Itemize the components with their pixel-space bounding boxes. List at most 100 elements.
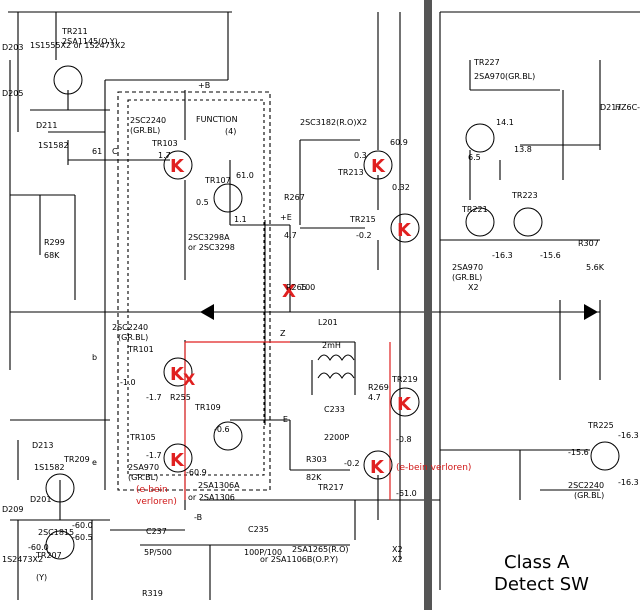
r109-ref: R255: [170, 393, 191, 402]
tr103-grade: (GR.BL): [130, 126, 160, 135]
d205: D205: [2, 89, 23, 98]
v-m17c: -1.7: [146, 451, 162, 460]
r267-val: 4.7: [284, 231, 297, 240]
tr101-type: 2SC2240: [112, 323, 148, 332]
tr109-ref: TR109: [194, 403, 221, 412]
node-61: 61: [92, 147, 102, 156]
d209-type: 1S2473X2: [2, 555, 43, 564]
arrow-left-icon: [200, 304, 214, 320]
node-e-minus: -E: [280, 415, 288, 424]
node-z: Z: [280, 329, 286, 338]
red-x-marks: K K K K K K K X X: [170, 156, 412, 478]
v-m605: -60.5: [72, 533, 93, 542]
l201-ref: L201: [318, 318, 338, 327]
v-138: 13.8: [514, 145, 532, 154]
d203: D203: [2, 43, 23, 52]
v-m02b: -0.2: [344, 459, 360, 468]
tr221-qty: X2: [468, 283, 479, 292]
tr105-grade: (GR.BL): [128, 473, 158, 482]
v-m600a: -60.0: [72, 521, 93, 530]
tr213-ref: TR213: [337, 168, 364, 177]
heatsink-bar: [424, 0, 432, 610]
c235-val: 100P/100: [244, 548, 282, 557]
tr213-type: 2SC3182(R.O)X2: [300, 118, 367, 127]
v-m609: -60.9: [186, 468, 207, 477]
tr225-ref: TR225: [587, 421, 614, 430]
annotation-right: (e-bein verloren): [396, 463, 471, 473]
v-163: -16.3: [492, 251, 513, 260]
box-sub: (4): [225, 127, 236, 136]
r307-ref: R307: [578, 239, 599, 248]
node-e: e: [92, 458, 97, 467]
tr223-ref: TR223: [511, 191, 538, 200]
c237-val: 5P/500: [144, 548, 172, 557]
svg-text:K: K: [397, 220, 412, 241]
v-141: 14.1: [496, 118, 514, 127]
node-b-minus: -B: [194, 513, 202, 522]
r269-ref: R303: [306, 455, 327, 464]
d213: D213: [32, 441, 53, 450]
d217-type: HZ6C-1L: [615, 103, 640, 112]
tr221-ref: TR221: [461, 205, 488, 214]
v-m610: -61.0: [396, 489, 417, 498]
tr211-type: 2SA1145(O.Y): [62, 37, 118, 46]
node-c: C: [112, 147, 118, 156]
v-m10: -1.0: [120, 378, 136, 387]
tr107-type2: or 2SC3298: [188, 243, 235, 252]
c233-ref: C233: [324, 405, 345, 414]
node-b: b: [92, 353, 97, 362]
v-05: 0.5: [196, 198, 209, 207]
tr207-grade: (Y): [36, 573, 47, 582]
d209: D209: [2, 505, 23, 514]
tr225-grade: (GR.BL): [574, 491, 604, 500]
v-m600b: -60.0: [28, 543, 49, 552]
vr207-ref: R299: [44, 238, 65, 247]
annotation-left-1: (e-bein: [136, 485, 168, 495]
v-65: 6.5: [468, 153, 481, 162]
box-label: FUNCTION: [196, 115, 238, 124]
tr105-ref: TR105: [129, 433, 156, 442]
v-m163c: -16.3: [618, 478, 639, 487]
d203-type: 1S1555X2 or 1S2473X2: [30, 41, 125, 50]
d201: D201: [30, 495, 51, 504]
v-tr103-b: 1.7: [158, 151, 171, 160]
tr109-type: 2SA1306A: [198, 481, 240, 490]
tr101-ref: TR101: [127, 345, 154, 354]
d211-type: 1S1582: [38, 141, 69, 150]
tr227-type: 2SA970(GR.BL): [474, 72, 535, 81]
r267-ref: R267: [284, 193, 305, 202]
v-tr213-b: 0.3: [354, 151, 367, 160]
d211: D211: [36, 121, 57, 130]
tr227-ref: TR227: [473, 58, 500, 67]
v-11: 1.1: [234, 215, 247, 224]
tr107-type: 2SC3298A: [188, 233, 230, 242]
v-032: 0.32: [392, 183, 410, 192]
svg-text:K: K: [170, 450, 185, 471]
v-m06: -0.6: [214, 425, 230, 434]
arrow-right-icon: [584, 304, 598, 320]
tr221-type: 2SA970: [452, 263, 483, 272]
tr207-ref: TR207: [35, 551, 62, 560]
v-610: 61.0: [236, 171, 254, 180]
d213-type: 1S1582: [34, 463, 65, 472]
tr211-ref: TR211: [61, 27, 88, 36]
tr217-qty: X2: [392, 545, 403, 554]
svg-text:K: K: [397, 394, 412, 415]
tr209-ref: TR209: [63, 455, 90, 464]
svg-text:K: K: [370, 457, 385, 478]
tr217-type2: or 2SA1106B(O.P.Y): [260, 555, 338, 564]
svg-text:K: K: [170, 156, 185, 177]
wiring: [8, 11, 640, 600]
v-tr215-m: -0.2: [356, 231, 372, 240]
r279-ref: R269: [368, 383, 389, 392]
r269-val: 82K: [306, 473, 322, 482]
d217: D217: [600, 103, 621, 112]
tr217-ref: TR217: [317, 483, 344, 492]
svg-text:K: K: [170, 364, 185, 385]
c235-ref: C235: [248, 525, 269, 534]
v-m17b: -1.7: [146, 393, 162, 402]
tr215-ref: TR215: [349, 215, 376, 224]
r319-ref: R319: [142, 589, 163, 598]
